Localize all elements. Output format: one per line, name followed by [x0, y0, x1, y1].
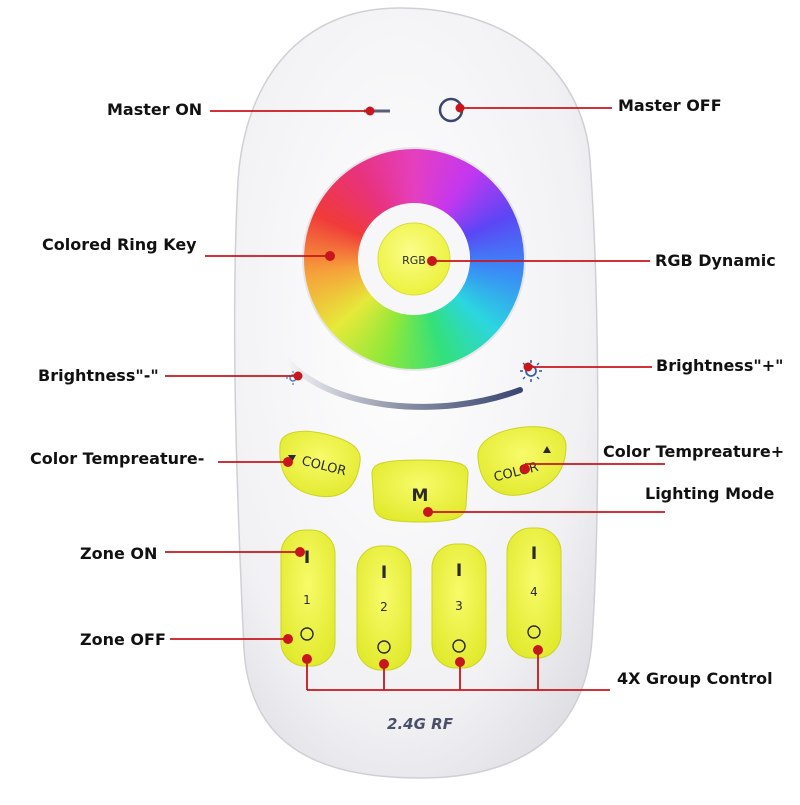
zone-2-on-symbol: I	[381, 563, 387, 583]
label-color-temp-minus: Color Tempreature-	[30, 449, 205, 468]
mode-button[interactable]: M	[371, 459, 469, 523]
zone-1-off-icon	[300, 627, 314, 641]
color-temp-plus-button[interactable]: COLOR	[477, 426, 567, 496]
color-temp-minus-button[interactable]: COLOR	[279, 430, 361, 498]
label-master-on: Master ON	[107, 100, 203, 119]
label-lighting-mode: Lighting Mode	[645, 484, 775, 503]
zone-button-4[interactable]: I 4	[506, 527, 562, 659]
zone-3-number: 3	[455, 599, 463, 613]
zone-4-on-symbol: I	[531, 544, 537, 564]
label-brightness-plus: Brightness"+"	[656, 356, 784, 375]
rgb-button-label: RGB	[402, 254, 426, 267]
callout-lines	[165, 107, 665, 691]
callout-dots	[283, 103, 543, 669]
label-group-control: 4X Group Control	[617, 669, 773, 688]
zone-2-number: 2	[380, 600, 388, 614]
mode-button-label: M	[412, 486, 429, 506]
zone-3-on-symbol: I	[456, 561, 462, 581]
remote-body	[233, 7, 599, 779]
label-zone-off: Zone OFF	[80, 630, 166, 649]
rgb-dynamic-button[interactable]: RGB	[377, 222, 451, 296]
brightness-slider-arc[interactable]	[284, 357, 523, 410]
brand-label: 2.4G RF	[387, 715, 454, 733]
label-master-off: Master OFF	[618, 96, 722, 115]
label-brightness-minus: Brightness"-"	[38, 366, 159, 385]
zone-1-on-symbol: I	[304, 548, 310, 568]
zone-4-off-icon	[527, 625, 541, 639]
label-colored-ring-key: Colored Ring Key	[42, 235, 197, 254]
zone-1-number: 1	[303, 593, 311, 607]
zone-2-off-icon	[377, 640, 391, 654]
label-zone-on: Zone ON	[80, 544, 158, 563]
arrow-up-icon	[543, 446, 551, 453]
arrow-down-icon	[288, 455, 296, 462]
label-rgb-dynamic: RGB Dynamic	[655, 251, 776, 270]
zone-button-1[interactable]: I 1	[280, 529, 336, 667]
zone-4-number: 4	[530, 585, 538, 599]
zone-3-off-icon	[452, 639, 466, 653]
zone-button-2[interactable]: I 2	[356, 545, 412, 671]
label-color-temp-plus: Color Tempreature+	[603, 442, 785, 461]
zone-button-3[interactable]: I 3	[431, 543, 487, 669]
